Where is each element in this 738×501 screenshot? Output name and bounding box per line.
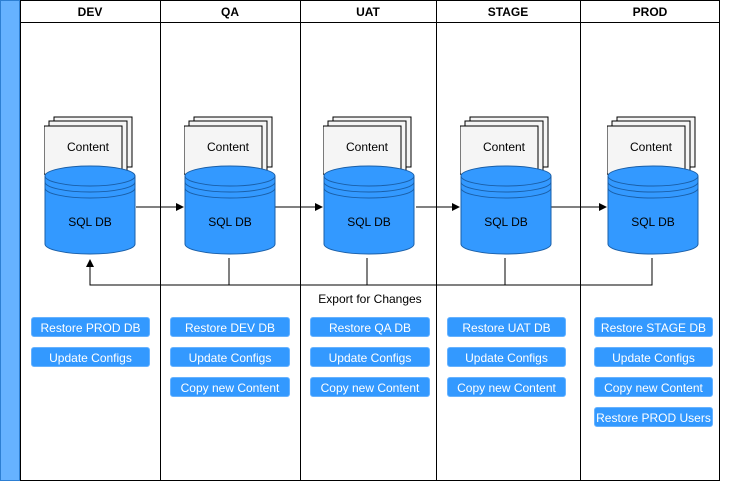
- header-divider: [20, 22, 720, 23]
- database-icon: Content SQL DB: [606, 116, 699, 255]
- content-label: Content: [346, 140, 389, 154]
- restore-qa-db-button[interactable]: Restore QA DB: [310, 317, 430, 337]
- db-stage: Content SQL DB: [459, 116, 552, 266]
- lane-divider: [300, 0, 301, 480]
- db-label: SQL DB: [208, 215, 252, 229]
- swimlane-frame: [20, 0, 720, 481]
- copy-new-content-button-stage[interactable]: Copy new Content: [447, 377, 566, 397]
- db-dev: Content SQL DB: [43, 116, 136, 266]
- export-return-arrow: [86, 258, 653, 286]
- database-icon: Content SQL DB: [183, 116, 276, 255]
- lane-divider: [580, 0, 581, 480]
- pool-side-bar: [0, 0, 20, 481]
- lane-title-stage: STAGE: [487, 5, 529, 19]
- content-label: Content: [483, 140, 526, 154]
- content-label: Content: [67, 140, 110, 154]
- db-label: SQL DB: [484, 215, 528, 229]
- update-configs-button-prod[interactable]: Update Configs: [594, 347, 713, 367]
- lane-divider: [160, 0, 161, 480]
- db-qa: Content SQL DB: [183, 116, 276, 266]
- db-label: SQL DB: [631, 215, 675, 229]
- db-prod: Content SQL DB: [606, 116, 699, 266]
- update-configs-button-uat[interactable]: Update Configs: [310, 347, 430, 367]
- lane-title-dev: DEV: [77, 5, 103, 19]
- restore-uat-db-button[interactable]: Restore UAT DB: [447, 317, 566, 337]
- lane-title-uat: UAT: [356, 5, 380, 19]
- content-label: Content: [207, 140, 250, 154]
- update-configs-button-dev[interactable]: Update Configs: [31, 347, 150, 367]
- restore-stage-db-button[interactable]: Restore STAGE DB: [594, 317, 713, 337]
- database-icon: Content SQL DB: [459, 116, 552, 255]
- content-label: Content: [630, 140, 673, 154]
- update-configs-button-qa[interactable]: Update Configs: [170, 347, 290, 367]
- database-icon: Content SQL DB: [322, 116, 415, 255]
- lane-title-prod: PROD: [632, 5, 668, 19]
- restore-dev-db-button[interactable]: Restore DEV DB: [170, 317, 290, 337]
- db-uat: Content SQL DB: [322, 116, 415, 266]
- database-icon: Content SQL DB: [43, 116, 136, 255]
- restore-prod-db-button[interactable]: Restore PROD DB: [31, 317, 150, 337]
- copy-new-content-button-prod[interactable]: Copy new Content: [594, 377, 713, 397]
- db-label: SQL DB: [347, 215, 391, 229]
- copy-new-content-button-qa[interactable]: Copy new Content: [170, 377, 290, 397]
- lane-title-qa: QA: [221, 5, 239, 19]
- export-for-changes-label: Export for Changes: [318, 292, 422, 306]
- lane-divider: [436, 0, 437, 480]
- copy-new-content-button-uat[interactable]: Copy new Content: [310, 377, 430, 397]
- db-label: SQL DB: [68, 215, 112, 229]
- restore-prod-users-button[interactable]: Restore PROD Users: [594, 407, 713, 427]
- update-configs-button-stage[interactable]: Update Configs: [447, 347, 566, 367]
